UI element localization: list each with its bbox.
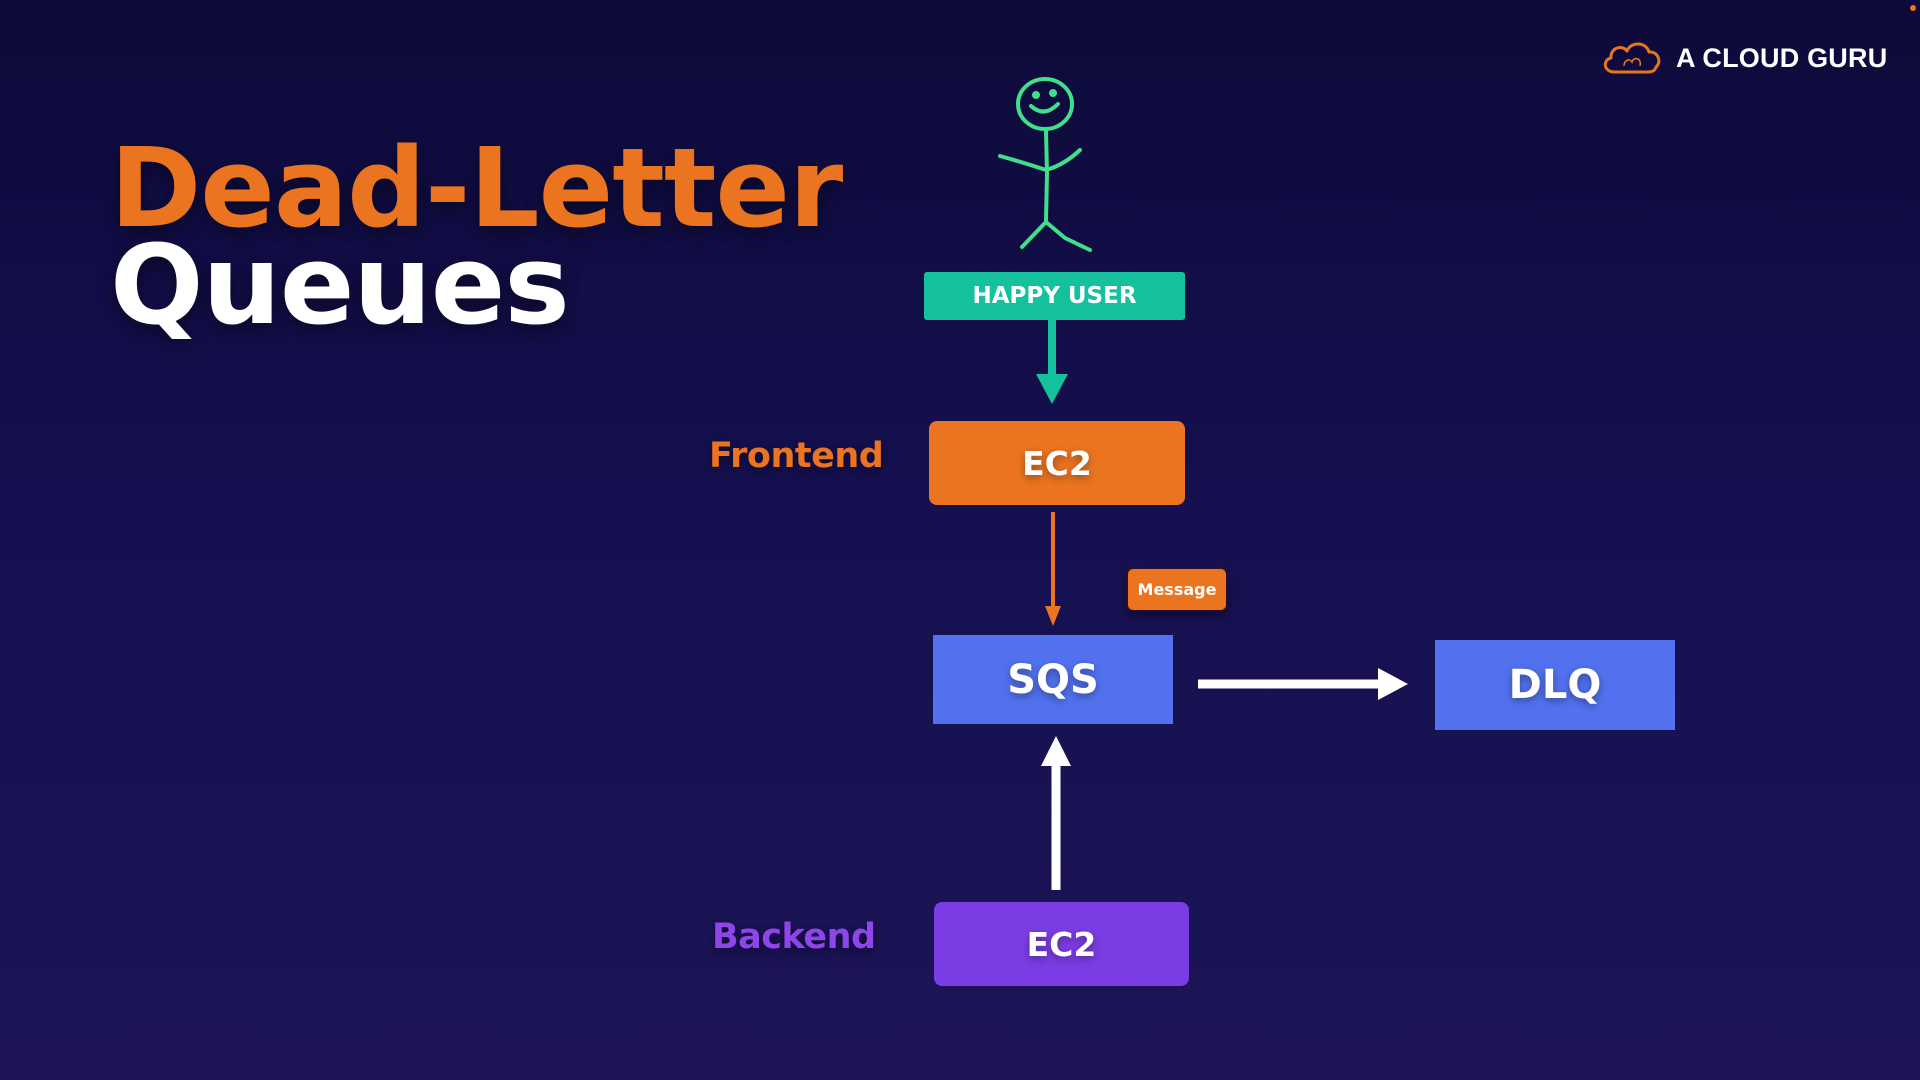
cloud-icon [1603, 42, 1661, 74]
brand-logo: A CLOUD GURU [1600, 38, 1887, 78]
backend-label: Backend [712, 917, 876, 957]
arrow-sqs-to-dlq [1198, 668, 1408, 700]
stick-figure-body [1044, 128, 1049, 222]
slide-title-line-2: Queues [110, 221, 570, 349]
arrow-backend-to-sqs [1041, 736, 1071, 890]
stick-figure-arms [998, 148, 1082, 172]
frontend-ec2-box: EC2 [929, 421, 1185, 505]
corner-dot [1910, 5, 1916, 11]
slide-title-line-1: Dead-Letter [110, 124, 843, 252]
stick-figure-smile [1029, 102, 1060, 114]
arrow-user-to-frontend [1036, 320, 1068, 404]
arrow-frontend-to-sqs [1045, 512, 1061, 626]
stick-figure-legs [1020, 220, 1092, 252]
frontend-label: Frontend [709, 436, 884, 476]
brand-name: A CLOUD GURU [1676, 42, 1888, 73]
stick-figure-eye-right [1049, 89, 1057, 97]
stick-figure-eye-left [1032, 91, 1040, 99]
message-badge: Message [1128, 569, 1226, 610]
happy-user-label: HAPPY USER [924, 272, 1185, 320]
backend-ec2-box: EC2 [934, 902, 1189, 986]
sqs-box: SQS [933, 635, 1173, 724]
dlq-box: DLQ [1435, 640, 1675, 730]
